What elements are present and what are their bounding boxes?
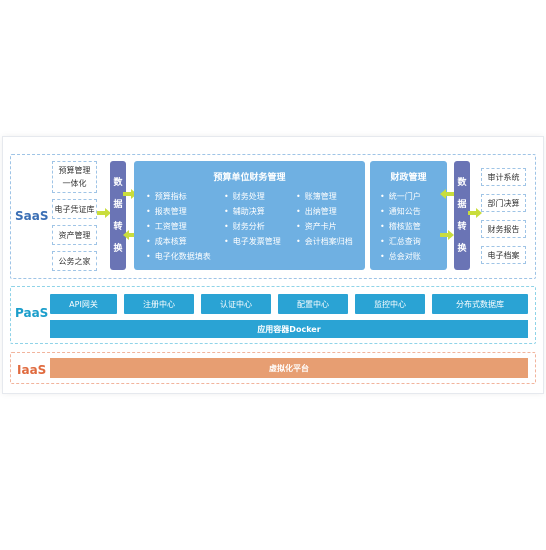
finance-item: 汇总查询 bbox=[380, 236, 421, 247]
budget-item: 资产卡片 bbox=[296, 221, 337, 232]
paas-config-center: 配置中心 bbox=[278, 294, 348, 314]
iaas-virtualization-platform: 虚拟化平台 bbox=[50, 358, 528, 378]
convert-left-char: 转 bbox=[113, 221, 123, 232]
convert-right-char: 数 bbox=[457, 177, 467, 188]
budget-item: 出纳管理 bbox=[296, 206, 337, 217]
data-conversion-left: 数 据 转 换 bbox=[110, 161, 126, 270]
budget-item: 财务分析 bbox=[224, 221, 265, 232]
saas-left-public-affairs: 公务之家 bbox=[52, 251, 97, 271]
convert-right-char: 转 bbox=[457, 221, 467, 232]
budget-item: 成本核算 bbox=[146, 236, 187, 247]
paas-monitor-center: 监控中心 bbox=[355, 294, 425, 314]
paas-docker-container: 应用容器Docker bbox=[50, 320, 528, 338]
arrow-right-icon bbox=[97, 208, 111, 218]
saas-left-budget-integration: 预算管理 一体化 bbox=[52, 161, 97, 193]
finance-item: 统一门户 bbox=[380, 191, 421, 202]
budget-item: 预算指标 bbox=[146, 191, 187, 202]
budget-item: 电子化数据填表 bbox=[146, 251, 211, 262]
arrow-right-icon bbox=[440, 230, 454, 240]
arrow-right-icon bbox=[123, 189, 137, 199]
finance-management-panel: 财政管理 统一门户 通知公告 稽核监管 汇总查询 总会对账 bbox=[370, 161, 447, 270]
convert-left-char: 换 bbox=[113, 243, 123, 254]
paas-layer-frame bbox=[10, 286, 536, 344]
budget-item: 会计档案归档 bbox=[296, 236, 353, 247]
paas-auth-center: 认证中心 bbox=[201, 294, 271, 314]
arrow-left-icon bbox=[440, 189, 454, 199]
budget-item: 财务处理 bbox=[224, 191, 265, 202]
budget-item: 账簿管理 bbox=[296, 191, 337, 202]
arrow-right-icon bbox=[468, 208, 482, 218]
finance-panel-title: 财政管理 bbox=[390, 173, 427, 183]
saas-right-dept-final-accounts: 部门决算 bbox=[481, 194, 526, 212]
saas-layer-title: SaaS bbox=[15, 209, 49, 223]
data-conversion-right: 数 据 转 换 bbox=[454, 161, 470, 270]
budget-item: 电子发票管理 bbox=[224, 236, 281, 247]
saas-layer-frame bbox=[10, 154, 536, 279]
saas-right-financial-report: 财务报告 bbox=[481, 220, 526, 238]
paas-distributed-db: 分布式数据库 bbox=[432, 294, 528, 314]
finance-item: 通知公告 bbox=[380, 206, 421, 217]
finance-item: 稽核监管 bbox=[380, 221, 421, 232]
convert-left-char: 据 bbox=[113, 199, 123, 210]
arrow-left-icon bbox=[123, 230, 137, 240]
budget-panel-title: 预算单位财务管理 bbox=[213, 173, 286, 183]
paas-registry-center: 注册中心 bbox=[124, 294, 194, 314]
iaas-layer-frame bbox=[10, 352, 536, 384]
budget-item: 工资管理 bbox=[146, 221, 187, 232]
convert-right-char: 据 bbox=[457, 199, 467, 210]
budget-item: 报表管理 bbox=[146, 206, 187, 217]
finance-item: 总会对账 bbox=[380, 251, 421, 262]
convert-left-char: 数 bbox=[113, 177, 123, 188]
paas-api-gateway: API网关 bbox=[50, 294, 117, 314]
budget-item: 辅助决算 bbox=[224, 206, 265, 217]
saas-right-e-archive: 电子档案 bbox=[481, 246, 526, 264]
paas-layer-title: PaaS bbox=[15, 306, 49, 320]
saas-right-audit-system: 审计系统 bbox=[481, 168, 526, 186]
saas-left-asset-management: 资产管理 bbox=[52, 225, 97, 245]
convert-right-char: 换 bbox=[457, 243, 467, 254]
saas-left-e-voucher: 电子凭证库 bbox=[52, 199, 97, 219]
budget-unit-finance-panel: 预算单位财务管理 预算指标 报表管理 工资管理 成本核算 电子化数据填表 财务处… bbox=[134, 161, 365, 270]
iaas-layer-title: IaaS bbox=[17, 363, 47, 377]
